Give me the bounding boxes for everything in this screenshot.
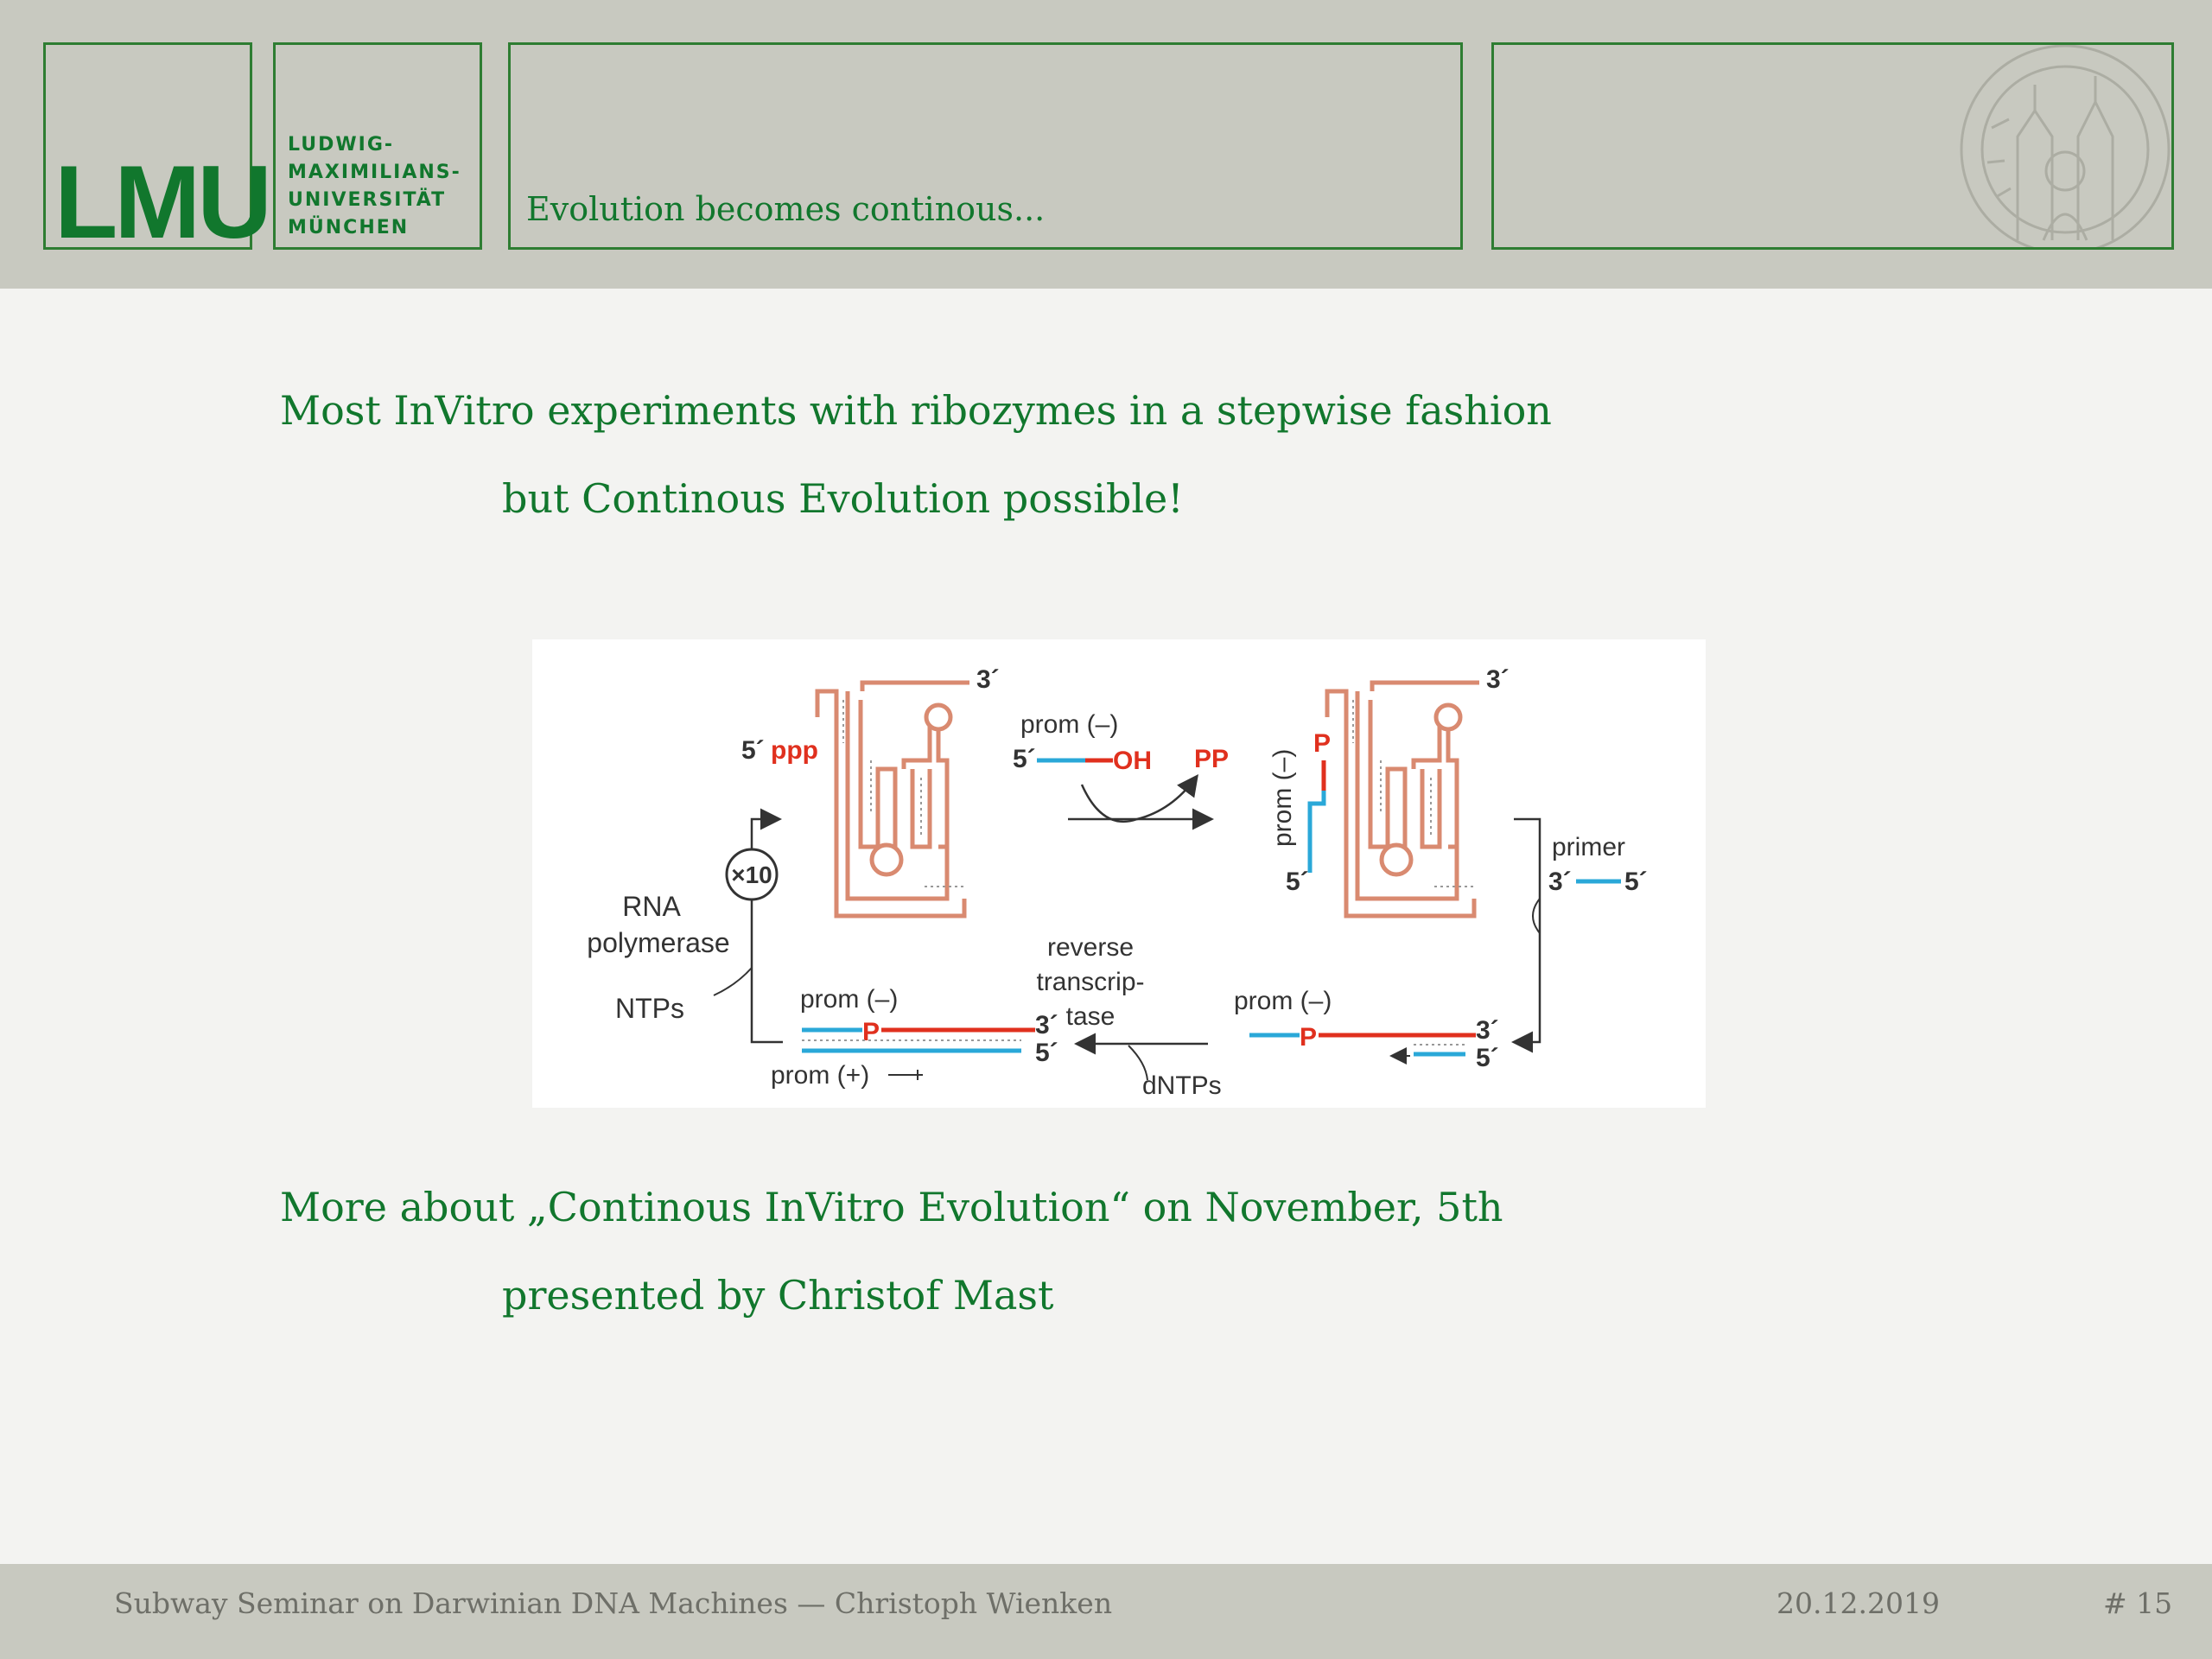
- ligation-curve-arrow: [1080, 773, 1198, 823]
- body-line-4: presented by Christof Mast: [502, 1272, 1054, 1319]
- right-5prime: 5´: [1286, 868, 1309, 896]
- header-bar: LMU LUDWIG- MAXIMILIANS- UNIVERSITÄT MÜN…: [0, 0, 2212, 289]
- prom-minus-bottom-left: prom (–): [800, 985, 898, 1014]
- continuous-evolution-figure: 3´ 5´ ppp prom (–) 5´ OH PP 3: [532, 639, 1706, 1108]
- university-name-line: UNIVERSITÄT: [288, 189, 447, 211]
- left-ppp: ppp: [771, 736, 818, 765]
- transcription-cycle-arrow: [750, 808, 783, 1044]
- lmu-logo-text: LMU: [54, 144, 272, 260]
- lmu-logo: LMU: [43, 42, 272, 254]
- bottom-right-p: P: [1300, 1023, 1317, 1052]
- primer-bracket-arrow: [1511, 817, 1541, 1053]
- bottom-left-5prime: 5´: [1035, 1039, 1058, 1067]
- university-name-line: MAXIMILIANS-: [288, 162, 461, 183]
- body-line-2: but Continous Evolution possible!: [502, 475, 1184, 522]
- rt-line-2: transcrip-: [1036, 968, 1144, 996]
- prom-minus-top: prom (–): [1020, 710, 1118, 739]
- footer-page-number: # 15: [2103, 1586, 2173, 1620]
- footer-seminar: Subway Seminar on Darwinian DNA Machines…: [114, 1586, 1113, 1620]
- left-5prime: 5´: [741, 736, 765, 765]
- footer-date: 20.12.2019: [1777, 1586, 1940, 1620]
- university-name-box: LUDWIG- MAXIMILIANS- UNIVERSITÄT MÜNCHEN: [273, 42, 482, 250]
- rna-polymerase-line-2: polymerase: [587, 927, 729, 958]
- body-line-1: Most InVitro experiments with ribozymes …: [280, 387, 1552, 434]
- primer-label: primer: [1552, 833, 1625, 861]
- primer-3prime: 3´: [1548, 868, 1572, 896]
- ntps-connector: [713, 967, 753, 996]
- ribozyme-left: [815, 680, 969, 918]
- rt-line-1: reverse: [1047, 933, 1134, 962]
- bottom-right-5prime: 5´: [1476, 1044, 1499, 1072]
- pp-label: PP: [1194, 745, 1229, 773]
- university-name-line: LUDWIG-: [288, 134, 395, 156]
- primer-5prime: 5´: [1624, 868, 1648, 896]
- rt-line-3: tase: [1066, 1002, 1116, 1031]
- dntps-connector: [1128, 1045, 1148, 1081]
- x10-amplification-icon: [725, 848, 779, 901]
- right-3prime: 3´: [1486, 665, 1510, 694]
- university-name: LUDWIG- MAXIMILIANS- UNIVERSITÄT MÜNCHEN: [288, 131, 461, 242]
- top-5prime: 5´: [1013, 745, 1036, 773]
- right-p: P: [1313, 729, 1331, 758]
- basepair-ticks-right: [1352, 700, 1474, 887]
- body-line-3: More about „Continous InVitro Evolution“…: [280, 1184, 1503, 1230]
- transcription-start-icon: [888, 1070, 923, 1080]
- primer-connector: [1532, 898, 1541, 934]
- university-seal-icon: [1960, 45, 2171, 247]
- dntps-label: dNTPs: [1142, 1071, 1222, 1100]
- oh-label: OH: [1113, 747, 1152, 775]
- bottom-right-3prime: 3´: [1476, 1016, 1499, 1045]
- prom-minus-bottom-right: prom (–): [1234, 987, 1332, 1015]
- ntps-label: NTPs: [615, 993, 684, 1024]
- evolution-cycle-diagram: 3´ 5´ ppp prom (–) 5´ OH PP 3: [587, 665, 1648, 1100]
- prom-minus-vertical: prom (–): [1268, 749, 1297, 847]
- bottom-left-3prime: 3´: [1035, 1011, 1058, 1039]
- ribozyme-right: [1325, 680, 1479, 918]
- slide-title: Evolution becomes continous...: [526, 190, 1046, 228]
- footer-bar: [0, 1564, 2212, 1659]
- rna-polymerase-line-1: RNA: [622, 891, 681, 922]
- slide-title-box: Evolution becomes continous...: [508, 42, 1463, 250]
- x10-label: ×10: [731, 861, 772, 888]
- seal-box: [1491, 42, 2174, 250]
- bottom-left-p: P: [862, 1018, 880, 1046]
- university-name-line: MÜNCHEN: [288, 217, 410, 238]
- basepair-ticks-left: [842, 700, 964, 887]
- prom-plus-label: prom (+): [771, 1061, 869, 1090]
- left-3prime: 3´: [976, 665, 1000, 694]
